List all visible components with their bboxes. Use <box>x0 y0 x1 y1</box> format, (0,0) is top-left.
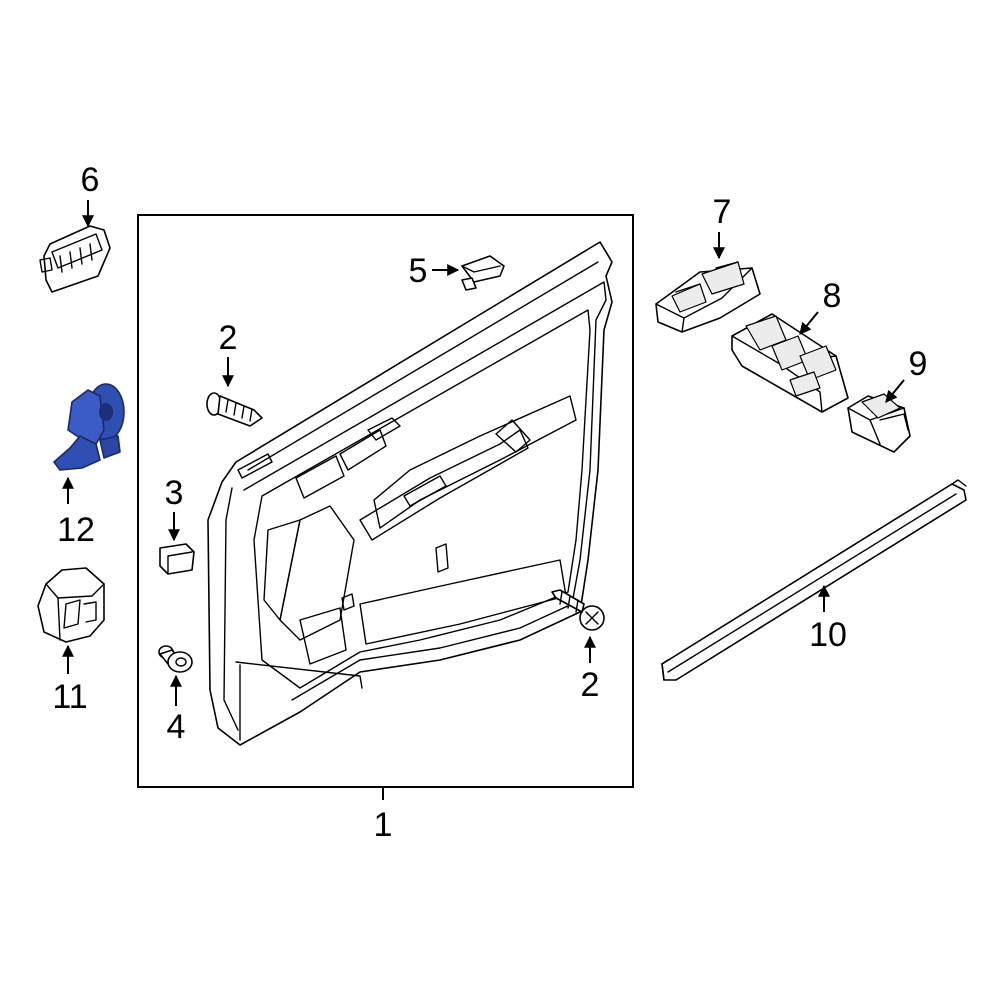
callout-7: 7 <box>713 193 732 231</box>
callout-2-upper: 2 <box>219 319 238 357</box>
callout-12: 12 <box>57 511 95 549</box>
assembly-frame <box>137 214 634 788</box>
callout-4: 4 <box>167 708 186 746</box>
window-switch-master[interactable] <box>655 261 761 333</box>
window-switch-single[interactable] <box>847 393 911 453</box>
callout-10: 10 <box>809 616 847 654</box>
callout-1: 1 <box>374 806 393 844</box>
leader-8 <box>799 311 819 335</box>
bracket[interactable] <box>461 255 505 291</box>
callout-3: 3 <box>165 474 184 512</box>
callout-11: 11 <box>52 678 87 716</box>
door-trim-panel[interactable] <box>207 241 613 746</box>
callout-8: 8 <box>823 277 842 315</box>
callout-5: 5 <box>409 252 428 290</box>
screw-upper[interactable] <box>206 392 263 427</box>
window-switch-assembly[interactable] <box>731 313 849 413</box>
callout-9: 9 <box>909 345 928 383</box>
belt-weatherstrip[interactable] <box>661 479 967 681</box>
clip[interactable] <box>159 543 195 575</box>
speaker-bracket[interactable] <box>53 383 125 471</box>
speaker-grille[interactable] <box>37 567 105 643</box>
callout-6: 6 <box>81 161 100 199</box>
leader-9 <box>885 379 905 403</box>
courtesy-lamp[interactable] <box>39 225 111 293</box>
screw-lower[interactable] <box>551 589 605 631</box>
callout-2-lower: 2 <box>581 666 600 704</box>
fastener[interactable] <box>158 645 193 673</box>
